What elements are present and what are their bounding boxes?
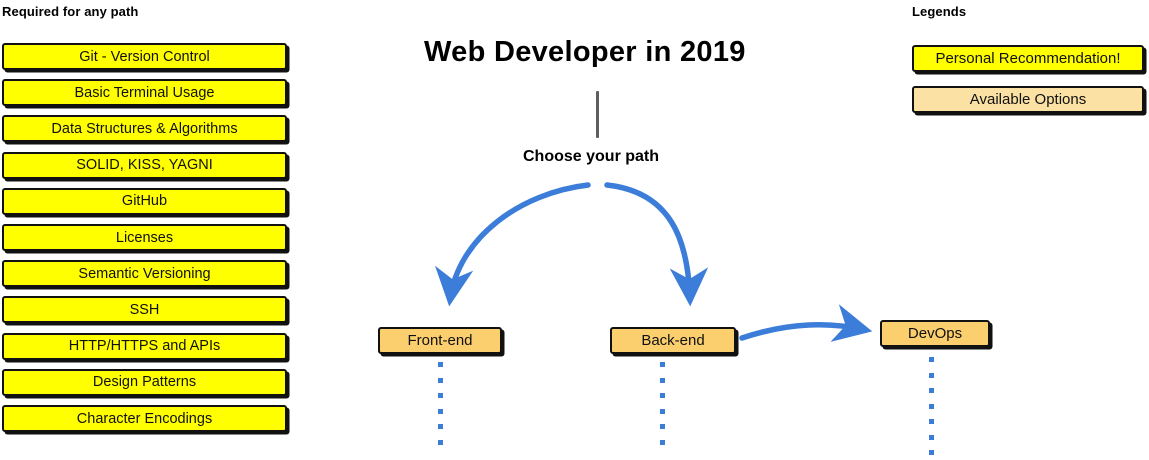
connector-dot (929, 388, 934, 393)
connector-dot (929, 419, 934, 424)
connector-dot (660, 408, 665, 414)
connector-dot (660, 362, 665, 367)
connector-dot (438, 393, 443, 398)
arrow-back-end-to-devops (739, 304, 873, 342)
path-box-front-end[interactable]: Front-end (378, 327, 502, 354)
connector-dot (929, 434, 934, 440)
required-item-label: Character Encodings (76, 410, 213, 427)
required-item[interactable]: GitHub (2, 187, 287, 215)
required-item-label: Basic Terminal Usage (74, 84, 215, 101)
connector-dot (929, 403, 934, 409)
required-item[interactable]: SSH (2, 296, 287, 324)
connector-dot (660, 393, 665, 398)
path-box-label: Back-end (641, 332, 705, 349)
connector-dot (438, 377, 443, 383)
connector-dot (929, 450, 934, 455)
connector-dot (660, 377, 665, 383)
required-item-label: Design Patterns (92, 374, 197, 391)
legend-item-personal-recommendation: Personal Recommendation! (912, 45, 1144, 72)
connector-dot (660, 439, 665, 445)
arrow-to-back-end (604, 182, 709, 307)
legend-section-heading: Legends (912, 4, 967, 19)
required-item[interactable]: Semantic Versioning (2, 260, 287, 288)
connector-dot (929, 372, 934, 378)
required-item-label: SSH (129, 301, 160, 318)
legend-item-available-options: Available Options (912, 86, 1144, 113)
connector-dot (438, 439, 443, 445)
legend-item-label: Personal Recommendation! (935, 50, 1121, 67)
path-box-label: DevOps (907, 325, 963, 342)
required-item[interactable]: SOLID, KISS, YAGNI (2, 151, 287, 179)
required-section-heading: Required for any path (2, 4, 139, 19)
arrow-to-front-end (435, 182, 591, 307)
connector-dot (660, 424, 665, 429)
legend-item-label: Available Options (969, 91, 1087, 108)
required-item-label: GitHub (121, 193, 168, 210)
required-item[interactable]: HTTP/HTTPS and APIs (2, 332, 287, 360)
connector-dot (929, 357, 934, 362)
required-item[interactable]: Design Patterns (2, 368, 287, 396)
connector-dot (438, 362, 443, 367)
connector-dot (438, 408, 443, 414)
required-item-label: SOLID, KISS, YAGNI (76, 157, 213, 174)
required-item[interactable]: Character Encodings (2, 405, 287, 432)
required-item-label: Semantic Versioning (78, 265, 211, 282)
required-item[interactable]: Data Structures & Algorithms (2, 115, 287, 143)
required-item-label: Git - Version Control (79, 48, 210, 65)
required-item-label: Licenses (115, 229, 174, 246)
path-box-devops[interactable]: DevOps (880, 320, 990, 347)
connector-dot (438, 424, 443, 429)
path-box-back-end[interactable]: Back-end (610, 327, 736, 354)
required-item[interactable]: Git - Version Control (2, 43, 287, 70)
page-title: Web Developer in 2019 (424, 36, 746, 68)
choose-your-path-label: Choose your path (523, 148, 660, 165)
required-item-label: Data Structures & Algorithms (51, 120, 238, 137)
required-item[interactable]: Licenses (2, 224, 287, 251)
required-item-label: HTTP/HTTPS and APIs (68, 338, 221, 355)
required-item[interactable]: Basic Terminal Usage (2, 79, 287, 107)
title-stem-connector (596, 91, 599, 138)
path-box-label: Front-end (407, 332, 473, 349)
